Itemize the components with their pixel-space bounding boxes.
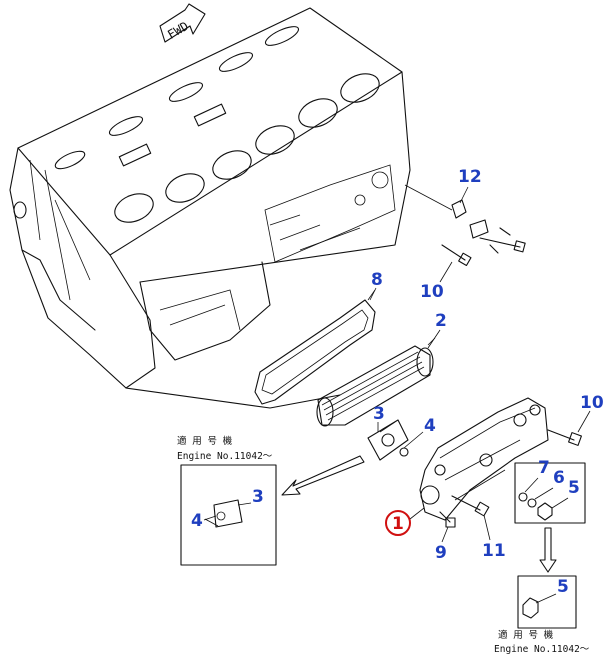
- bolt-9: [439, 511, 456, 528]
- label-4-inset: 4: [191, 511, 203, 531]
- label-6: 6: [553, 468, 565, 488]
- label-4: 4: [424, 416, 436, 436]
- label-12: 12: [458, 167, 482, 187]
- label-5: 5: [568, 478, 580, 498]
- bolt-10-upper: [441, 244, 472, 267]
- highlighted-part-callout: 1: [385, 507, 425, 536]
- pointer-arrow: [281, 455, 365, 496]
- down-arrow: [539, 527, 557, 573]
- cooler-core-2: [316, 337, 436, 427]
- gasket-3-and-oring-4: [367, 419, 409, 461]
- inset-box-gasket-detail: [180, 464, 277, 566]
- label-2: 2: [435, 311, 447, 331]
- engine-number-left: Engine No.11042～: [177, 451, 273, 462]
- applicable-label-left: 適 用 号 機: [177, 435, 233, 447]
- inset-box-washer-nut: [514, 462, 586, 524]
- applicable-label-bottom: 適 用 号 機: [498, 629, 554, 641]
- label-8: 8: [371, 270, 383, 290]
- gasket-8: [254, 289, 376, 405]
- label-7: 7: [538, 458, 550, 478]
- bracket-12: [404, 184, 489, 239]
- engine-block: [9, 7, 411, 409]
- label-10-top: 10: [420, 282, 444, 302]
- label-1: 1: [392, 514, 404, 534]
- fwd-label: FWD: [165, 19, 191, 42]
- label-3-inset: 3: [252, 487, 264, 507]
- label-10-right: 10: [580, 393, 604, 413]
- bolt-10-right: [547, 429, 582, 446]
- label-5-inset: 5: [557, 577, 569, 597]
- inset-box-nut: [517, 575, 577, 629]
- bolt-11: [451, 495, 490, 517]
- bolt-group-upper: [479, 227, 526, 254]
- engine-number-bottom: Engine No.11042～: [494, 644, 590, 655]
- label-9: 9: [435, 543, 447, 563]
- forward-direction-arrow: FWD: [159, 3, 206, 43]
- label-3: 3: [373, 404, 385, 424]
- label-11: 11: [482, 541, 506, 561]
